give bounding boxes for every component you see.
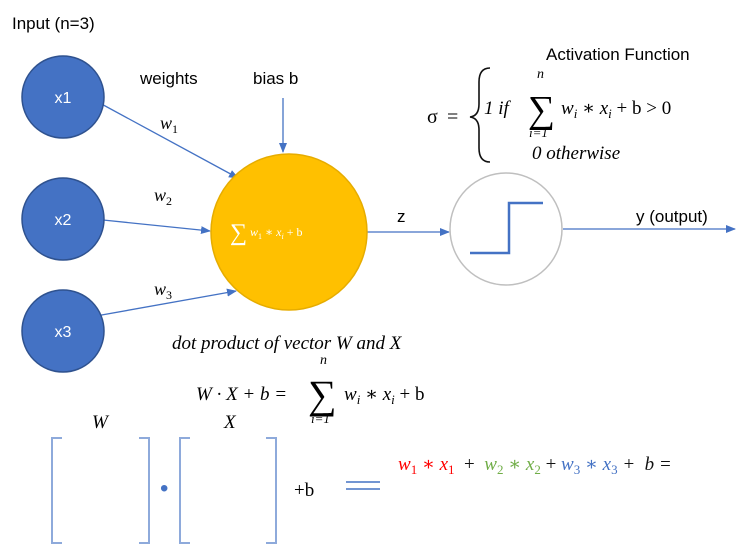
- activation-node: [449, 172, 563, 286]
- activation-formula: σ = 1 if ∑ n i=1 wi ∗ xi + b > 0 0 other…: [427, 67, 671, 164]
- activation-equals: =: [447, 106, 458, 128]
- weights-label: weights: [139, 69, 198, 88]
- dot-product-title: dot product of vector W and X: [172, 333, 403, 354]
- matrix-w-label: W: [92, 412, 110, 433]
- dot-product-formula: W · X + b = ∑ n i=1 wi ∗ xi + b: [196, 353, 425, 426]
- step-function-icon: [470, 201, 543, 255]
- dot-formula-sum-upper: n: [320, 353, 327, 368]
- edge-x1-neuron: [95, 100, 239, 179]
- sigma-symbol: σ: [427, 106, 438, 128]
- matrix-x-label: X: [223, 412, 237, 433]
- input-node-label: x1: [55, 90, 72, 107]
- matrix-x-right-bracket: [266, 437, 277, 544]
- input-node-label: x3: [55, 324, 72, 341]
- neuron-formula: w1 ∗ xi + b: [250, 225, 303, 241]
- input-node-x2: x2: [21, 177, 105, 261]
- bias-label: bias b: [253, 69, 298, 88]
- weight-w3-label: w3: [154, 279, 172, 302]
- dot-operator: •: [160, 475, 168, 502]
- input-node-x1: x1: [21, 55, 105, 139]
- edge-x3-neuron: [95, 288, 237, 317]
- dot-formula-term: wi ∗ xi + b: [344, 384, 425, 407]
- weight-w1-label: w1: [160, 113, 178, 136]
- output-label: y (output): [636, 207, 708, 226]
- activation-title: Activation Function: [546, 45, 690, 64]
- edge-x2-neuron: [102, 219, 211, 235]
- dot-formula-sum-symbol: ∑: [308, 372, 337, 417]
- piecewise-brace: [469, 67, 491, 163]
- matrix-w-left-bracket: [51, 437, 62, 544]
- input-label: Input (n=3): [12, 14, 95, 33]
- activation-otherwise: 0 otherwise: [532, 143, 620, 164]
- activation-if-text: 1 if: [484, 98, 512, 119]
- matrix-w-right-bracket: [139, 437, 150, 544]
- dot-formula-sum-lower: i=1: [311, 411, 330, 426]
- input-node-label: x2: [55, 212, 72, 229]
- neuron-sum-symbol: ∑: [230, 220, 247, 246]
- activation-term: wi ∗ xi + b > 0: [561, 98, 671, 121]
- activation-sum-lower: i=1: [529, 125, 548, 140]
- expanded-formula: w1 ∗ x1 + w2 ∗ x2 + w3 ∗ x3 + b =: [398, 454, 672, 477]
- z-label: z: [397, 207, 406, 226]
- dot-formula-lhs: W · X + b =: [196, 384, 287, 405]
- activation-sum-symbol: ∑: [528, 89, 555, 131]
- activation-sum-upper: n: [537, 67, 544, 82]
- matrix-x: [179, 437, 277, 544]
- neuron-node: ∑ w1 ∗ xi + b: [210, 153, 368, 311]
- plus-b-label: +b: [294, 480, 314, 501]
- weight-w2-label: w2: [154, 185, 172, 208]
- matrix-x-left-bracket: [179, 437, 190, 544]
- matrix-w: [51, 437, 150, 544]
- input-node-x3: x3: [21, 289, 105, 373]
